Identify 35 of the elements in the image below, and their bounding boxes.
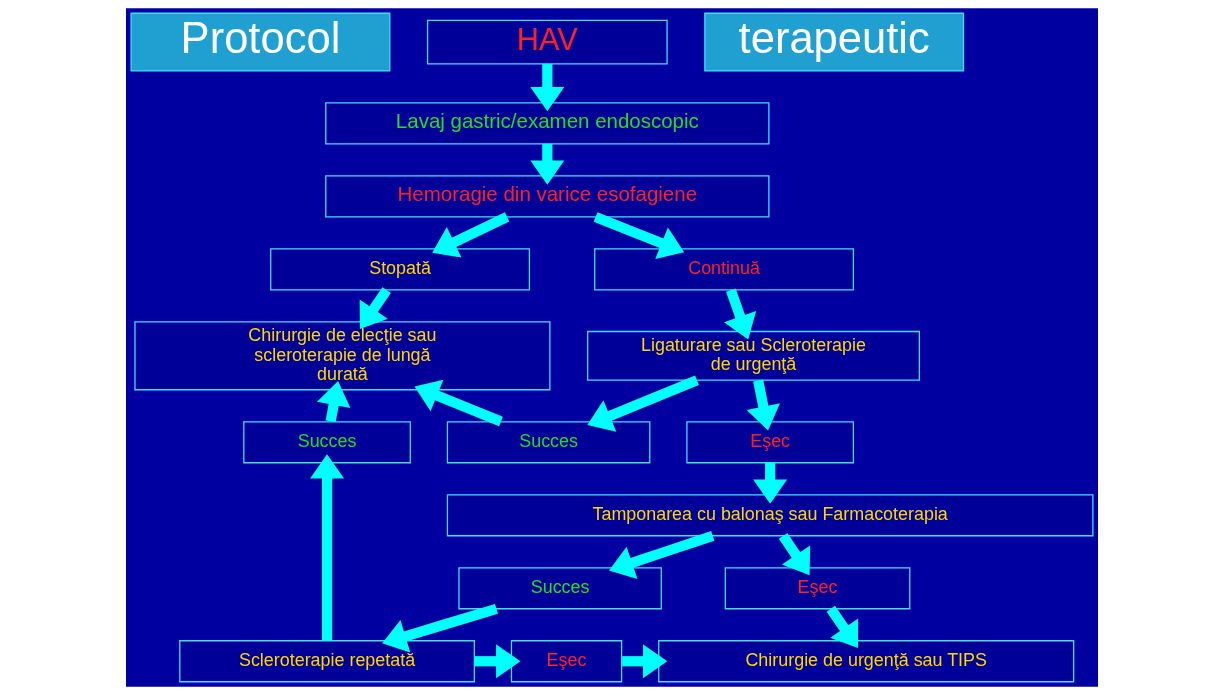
arrow: [309, 454, 344, 641]
node-box: Hemoragie din varice esofagiene: [324, 175, 769, 218]
arrow: [529, 143, 564, 185]
node-box: Succes: [457, 567, 662, 610]
arrow: [473, 644, 520, 679]
node-box: Eşec: [724, 567, 910, 610]
node-box: Stopată: [269, 248, 530, 291]
node-box: Ligaturare sau Scleroterapie de urgenţă: [586, 330, 920, 381]
arrow: [826, 605, 858, 649]
node-box: Eşec: [685, 421, 854, 464]
node-box: Succes: [446, 421, 650, 464]
node-box: Scleroterapie repetată: [178, 640, 475, 683]
arrow: [586, 375, 699, 432]
node-box: Eşec: [510, 640, 622, 683]
arrow: [778, 532, 810, 576]
node-box: Lavaj gastric/examen endoscopic: [324, 102, 769, 145]
arrow: [359, 287, 391, 330]
arrow: [723, 288, 756, 340]
node-box: Chirurgie de urgenţă sau TIPS: [657, 640, 1074, 683]
arrow: [316, 380, 350, 423]
arrow: [593, 212, 684, 259]
arrow: [431, 212, 509, 258]
arrow: [621, 644, 667, 679]
node-box: Succes: [242, 421, 411, 464]
node-box: Tamponarea cu balonaş sau Farmacoterapia: [446, 494, 1094, 537]
node-box: Protocol: [130, 12, 390, 72]
arrow: [529, 64, 564, 112]
arrow: [608, 530, 714, 579]
arrow: [381, 603, 498, 653]
node-box: Chirurgie de elecţie sau scleroterapie de lungă durată: [133, 321, 551, 391]
node-box: terapeutic: [703, 12, 964, 72]
node-box: Continuă: [593, 248, 854, 291]
node-box: HAV: [426, 19, 668, 65]
arrow: [752, 462, 787, 504]
arrow: [746, 379, 780, 431]
